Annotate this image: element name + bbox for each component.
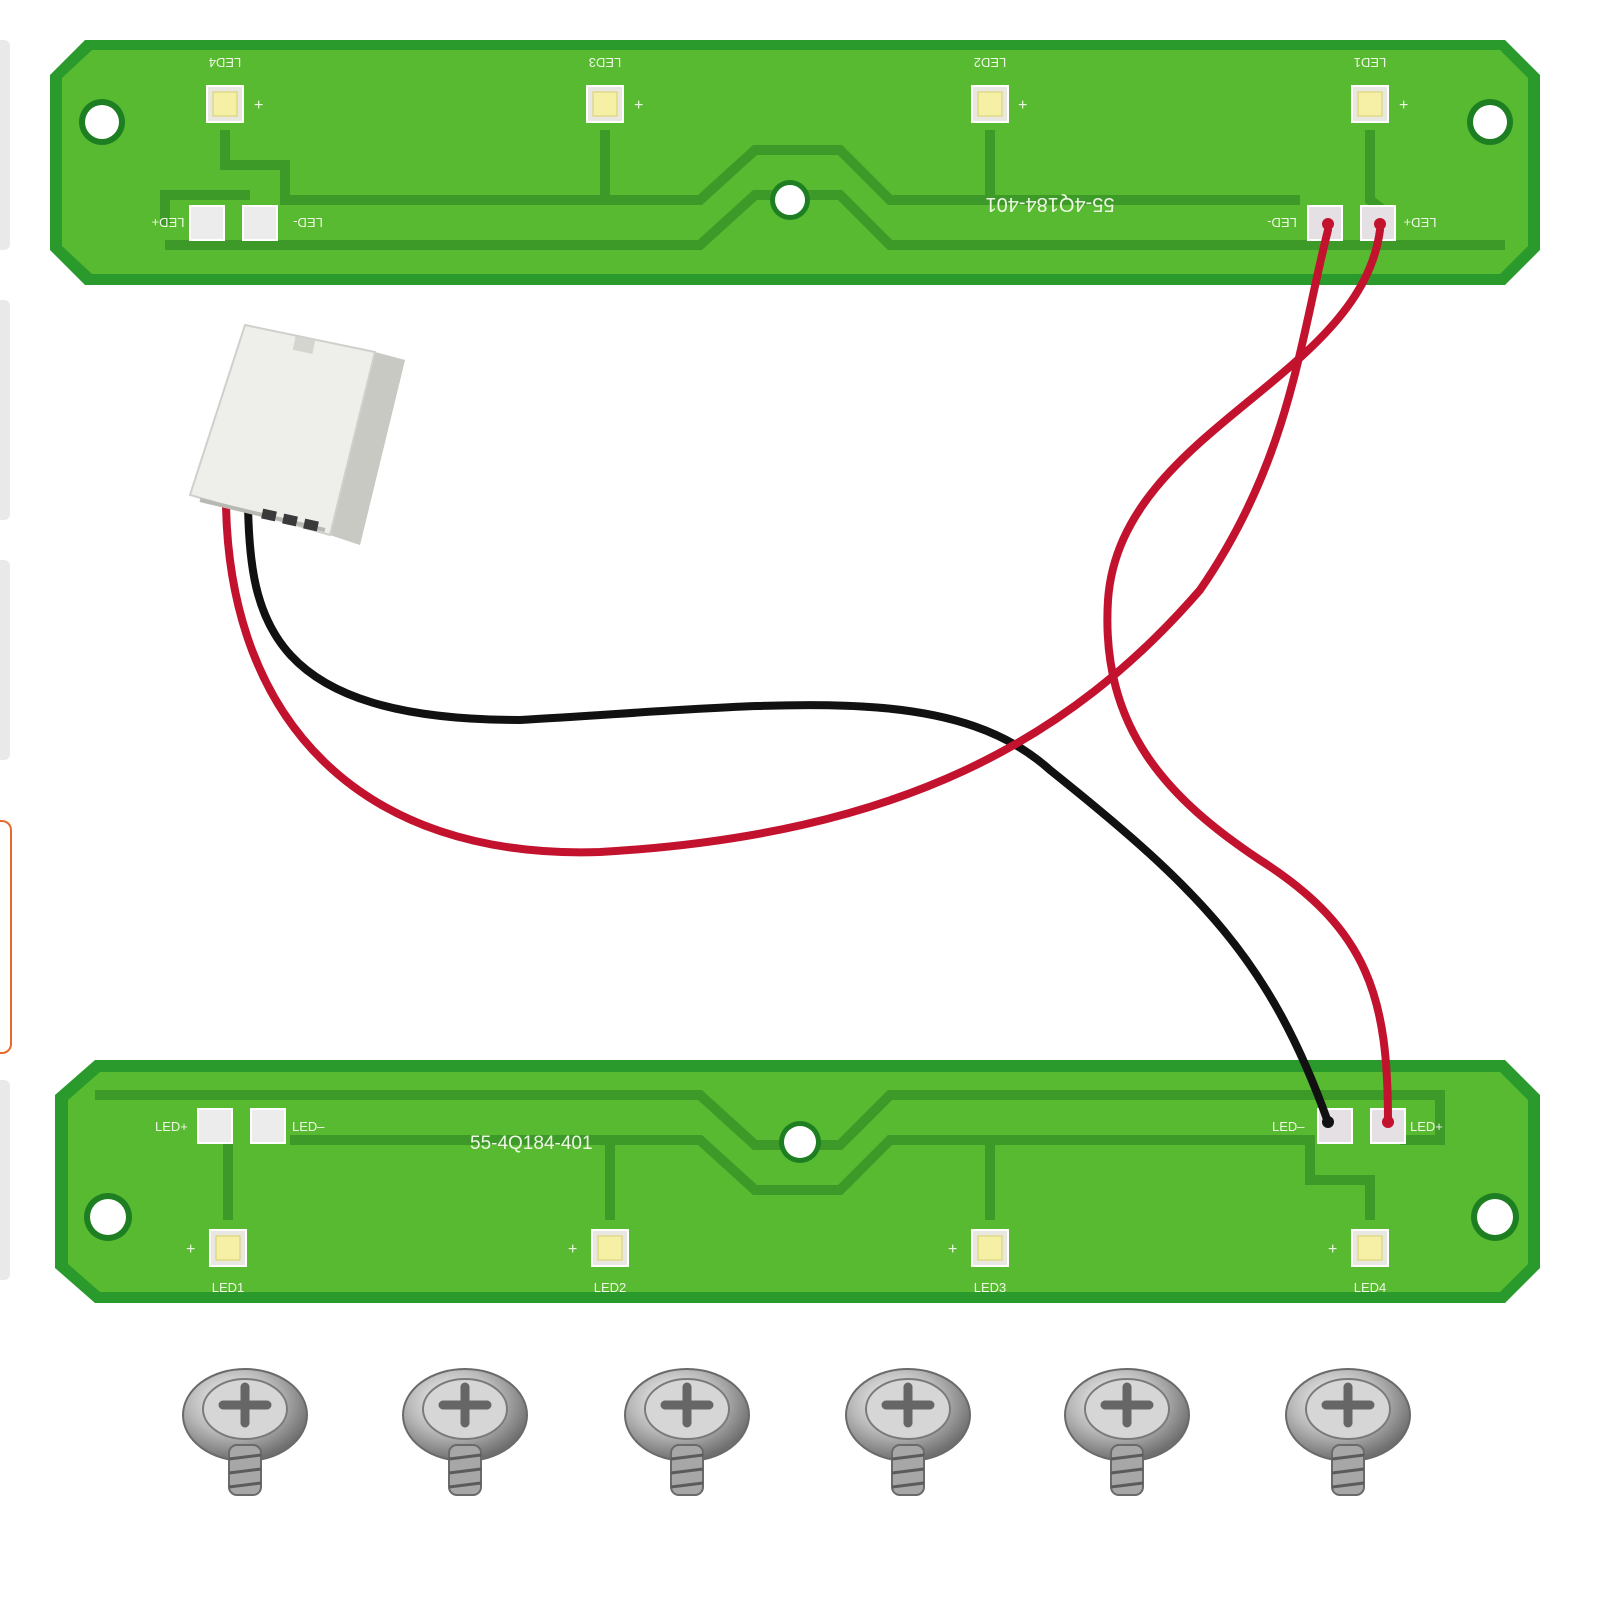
bottom-led-label-3: LED3 [974, 1280, 1007, 1295]
bottom-led-3 [971, 1229, 1009, 1267]
bottom-led-label-4: LED4 [1354, 1280, 1387, 1295]
bottom-led-2 [591, 1229, 629, 1267]
svg-text:+: + [568, 1241, 577, 1258]
red-wire-1 [222, 226, 1332, 857]
bottom-led-4 [1351, 1229, 1389, 1267]
bottom-pad-label-right-minus: LED– [1272, 1119, 1305, 1134]
svg-text:+: + [1328, 1241, 1337, 1258]
svg-text:+: + [254, 97, 263, 114]
mounting-screws [183, 1369, 1410, 1495]
top-led-label-1: LED1 [1354, 55, 1387, 70]
top-pad-label-left-plus: LED+ [152, 215, 185, 230]
screw-6 [1286, 1369, 1410, 1495]
bottom-part-number: 55-4Q184-401 [470, 1133, 593, 1154]
bottom-led-1 [209, 1229, 247, 1267]
svg-text:+: + [948, 1241, 957, 1258]
bottom-pad-label-left-plus: LED+ [155, 1119, 188, 1134]
top-pad-label-right-plus: LED+ [1404, 215, 1437, 230]
wire-harness [222, 218, 1394, 1128]
top-part-number: 55-4Q184-401 [986, 193, 1115, 215]
top-led-3 [586, 85, 624, 123]
top-led-board: + + + + LED4 LED3 LED2 LED1 LED+ LED- LE… [50, 40, 1540, 285]
top-led-label-3: LED3 [589, 55, 622, 70]
thumbnail-strip-mid2[interactable] [0, 560, 10, 760]
top-pad-label-left-minus: LED- [293, 215, 323, 230]
selected-thumbnail-frame[interactable] [0, 820, 12, 1054]
screw-4 [846, 1369, 970, 1495]
red-wire-2 [1103, 226, 1392, 1126]
wire-connector [188, 323, 405, 545]
screw-3 [625, 1369, 749, 1495]
svg-text:+: + [186, 1241, 195, 1258]
svg-text:+: + [1399, 97, 1408, 114]
bottom-led-label-2: LED2 [594, 1280, 627, 1295]
svg-text:+: + [1018, 97, 1027, 114]
black-wire [244, 501, 1332, 1126]
top-pad-label-right-minus: LED- [1267, 215, 1297, 230]
screw-5 [1065, 1369, 1189, 1495]
thumbnail-strip-mid[interactable] [0, 300, 10, 520]
bottom-led-label-1: LED1 [212, 1280, 245, 1295]
thumbnail-strip-top[interactable] [0, 40, 10, 250]
top-led-4 [206, 85, 244, 123]
bottom-led-board: + + + + LED1 LED2 LED3 LED4 LED+ LED– LE… [55, 1060, 1540, 1303]
top-led-label-2: LED2 [974, 55, 1007, 70]
screw-2 [403, 1369, 527, 1495]
svg-text:+: + [634, 97, 643, 114]
top-led-2 [971, 85, 1009, 123]
bottom-pad-label-left-minus: LED– [292, 1119, 325, 1134]
top-led-label-4: LED4 [209, 55, 242, 70]
top-led-1 [1351, 85, 1389, 123]
thumbnail-strip-bottom[interactable] [0, 1080, 10, 1280]
screw-1 [183, 1369, 307, 1495]
bottom-pad-label-right-plus: LED+ [1410, 1119, 1443, 1134]
